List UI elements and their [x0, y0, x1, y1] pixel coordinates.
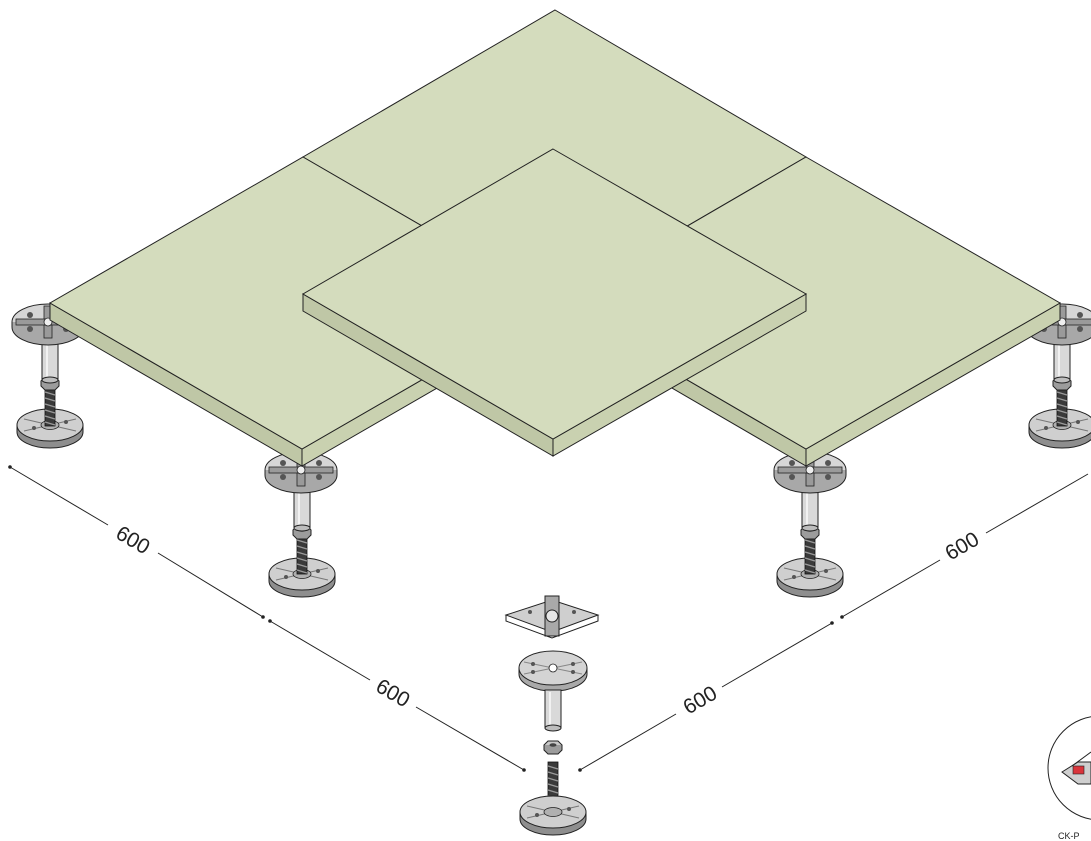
dimension-label: 600	[679, 682, 721, 719]
dimension-label: 600	[941, 528, 983, 565]
dimension-right-near: 600	[578, 621, 834, 772]
detail-marker	[1072, 765, 1085, 775]
floor-panel-center-raised	[302, 148, 808, 457]
pedestal-head-clip	[504, 595, 600, 639]
dimension-left-near: 600	[268, 619, 526, 772]
pedestal-nut	[543, 740, 563, 755]
pedestal-right-front	[773, 451, 847, 598]
dimension-left-far: 600	[8, 465, 265, 619]
dimension-right-far: 600	[840, 473, 1089, 619]
pedestal-exploded	[504, 595, 600, 836]
pedestal-head-plate	[518, 650, 588, 692]
pedestal-left-front	[264, 451, 338, 598]
pedestal-base-plate	[519, 795, 587, 836]
pedestal-tube	[544, 689, 562, 732]
dimension-label: 600	[372, 675, 414, 712]
detail-callout-label: CK-P	[1058, 831, 1080, 841]
dimension-label: 600	[112, 522, 154, 559]
detail-callout: CK-P	[1047, 716, 1091, 841]
